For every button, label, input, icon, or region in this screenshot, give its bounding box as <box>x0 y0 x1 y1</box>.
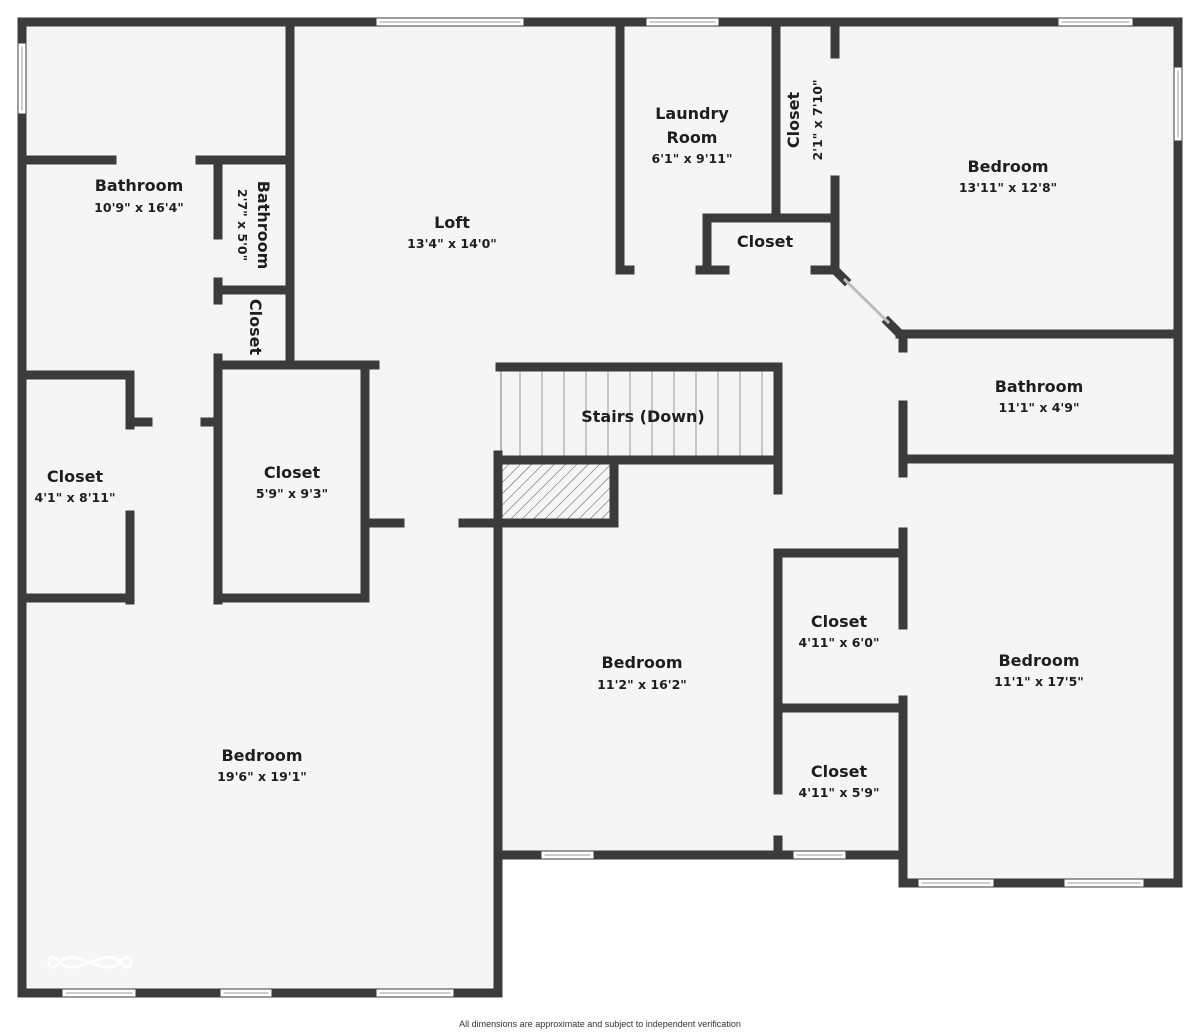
room-dims: 2'7" x 5'0" <box>235 189 250 261</box>
room-dims: 11'1" x 17'5" <box>994 674 1084 689</box>
room-dims: 19'6" x 19'1" <box>217 769 307 784</box>
room-name: Bedroom <box>221 746 302 765</box>
room-dims: 10'9" x 16'4" <box>94 200 184 215</box>
room-dims: 13'11" x 12'8" <box>959 180 1057 195</box>
room-name: Closet <box>737 232 794 251</box>
wall <box>828 263 852 287</box>
room-name: Bedroom <box>998 651 1079 670</box>
room-name: Closet <box>246 299 265 356</box>
room-name: Closet <box>264 463 321 482</box>
room-name: Room <box>667 128 718 147</box>
room-dims: 13'4" x 14'0" <box>407 236 497 251</box>
room-dims: 4'11" x 5'9" <box>799 785 880 800</box>
room-dims: 5'9" x 9'3" <box>256 486 328 501</box>
room-name: Bedroom <box>967 157 1048 176</box>
windows <box>18 18 1182 997</box>
room-name: Bedroom <box>601 653 682 672</box>
door-opening <box>842 277 891 325</box>
room-name: Stairs (Down) <box>581 407 705 426</box>
stairs <box>500 370 763 459</box>
room-name: Closet <box>811 612 868 631</box>
room-name: Closet <box>47 467 104 486</box>
room-name: Bathroom <box>254 181 273 270</box>
room-dims: 11'1" x 4'9" <box>999 400 1080 415</box>
room-name: Closet <box>784 92 803 149</box>
room-dims: 4'11" x 6'0" <box>799 635 880 650</box>
room-name: Laundry <box>655 104 729 123</box>
room-name: Bathroom <box>95 176 184 195</box>
disclaimer-footer: All dimensions are approximate and subje… <box>459 1019 741 1029</box>
room-name: Bathroom <box>995 377 1084 396</box>
room-dims: 2'1" x 7'10" <box>810 80 825 161</box>
room-dims: 6'1" x 9'11" <box>652 151 733 166</box>
room-dims: 11'2" x 16'2" <box>597 677 687 692</box>
room-dims: 4'1" x 8'11" <box>35 490 116 505</box>
room-labels: Bathroom 10'9" x 16'4" Bathroom 2'7" x 5… <box>35 80 1084 800</box>
hatched-void <box>502 463 612 521</box>
room-name: Closet <box>811 762 868 781</box>
watermark-logo <box>47 955 133 969</box>
room-name: Loft <box>434 213 470 232</box>
